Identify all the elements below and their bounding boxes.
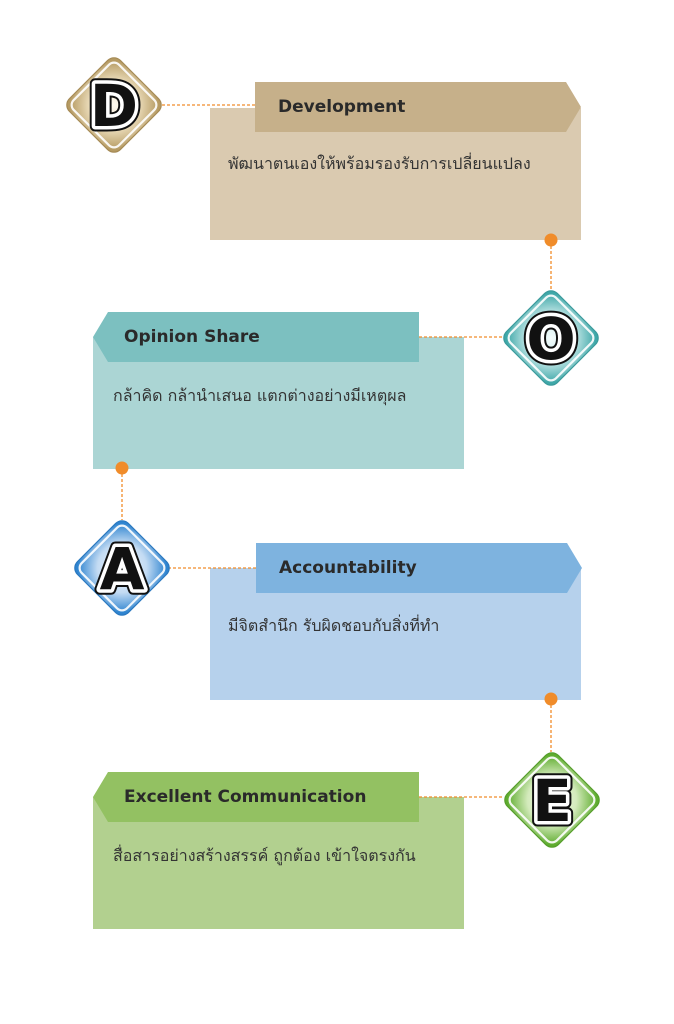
diamond-e-letter: E [532,767,572,835]
accountability-description: มีจิตสำนึก รับผิดชอบกับสิ่งที่ทำ [228,616,440,635]
diamond-a-shape [74,520,170,616]
excellent-communication-header: Excellent Communication [93,772,419,822]
development-title: Development [278,97,406,117]
diamond-o-shape [503,290,599,386]
diamond-d-shape [66,57,162,153]
diamond-e-shape [504,752,600,848]
diamond-e-badge: E E [504,752,600,848]
diamond-d-letter-outline: D [90,72,138,140]
diamond-d-inner-rim [70,61,158,149]
diamond-o-inner-rim [507,294,595,382]
opinion-share-description: กล้าคิด กล้านำเสนอ แตกต่างอย่างมีเหตุผล [113,386,407,405]
accountability-header: Accountability [256,543,582,593]
development-description: พัฒนาตนเองให้พร้อมรองรับการเปลี่ยนแปลง [228,154,531,173]
diamond-d-badge: D D [66,57,162,153]
excellent-communication-title: Excellent Communication [124,787,367,807]
diamond-a-letter-outline: A [100,535,145,603]
development-header: Development [255,82,581,132]
excellent-communication-description: สื่อสารอย่างสร้างสรรค์ ถูกต้อง เข้าใจตรง… [113,846,416,865]
diamond-o-letter-outline: O [526,305,575,373]
diamond-a-inner-rim [78,524,166,612]
diamond-a-badge: A A [74,520,170,616]
diamond-d-letter: D [90,72,138,140]
opinion-share-title: Opinion Share [124,327,260,347]
diamond-a-letter: A [100,535,145,603]
diamond-o-letter: O [526,305,575,373]
diamond-o-badge: O O [503,290,599,386]
diamond-e-inner-rim [508,756,596,844]
diamond-e-letter-outline: E [532,767,572,835]
accountability-title: Accountability [279,558,417,578]
opinion-share-header: Opinion Share [93,312,419,362]
